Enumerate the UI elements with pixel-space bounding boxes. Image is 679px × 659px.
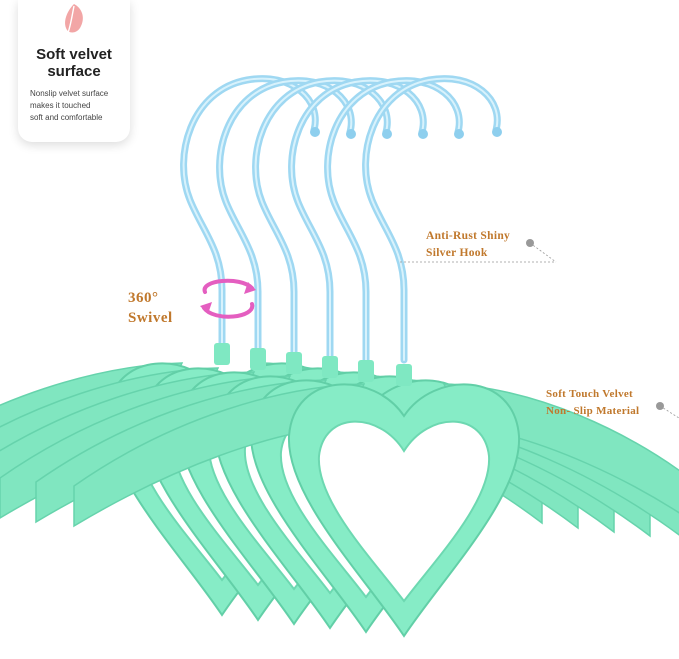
swivel-callout: 360° Swivel (128, 288, 173, 328)
card-desc-line3: soft and comfortable (30, 113, 103, 122)
hook-callout-pointer (400, 239, 557, 263)
card-title-line1: Soft velvet (36, 46, 112, 63)
material-callout-line1: Soft Touch Velvet (546, 388, 634, 400)
swivel-callout-line2: Swivel (128, 310, 173, 326)
material-callout: Soft Touch Velvet Non- Slip Material (546, 386, 639, 420)
feature-card: Soft velvet surface Nonslip velvet surfa… (18, 0, 130, 142)
hook-group (184, 79, 502, 362)
feather-icon (65, 4, 83, 34)
card-desc-line2: makes it touched (30, 101, 91, 110)
hook-callout: Anti-Rust Shiny Silver Hook (426, 228, 510, 262)
material-callout-pointer (656, 402, 679, 419)
card-description: Nonslip velvet surface makes it touched … (30, 88, 126, 124)
card-title-line2: surface (47, 63, 101, 80)
swivel-arrow-icon (200, 278, 256, 319)
card-desc-line1: Nonslip velvet surface (30, 89, 109, 98)
hook-callout-line2: Silver Hook (426, 247, 488, 259)
card-title: Soft velvet surface (18, 46, 130, 80)
hook-callout-line1: Anti-Rust Shiny (426, 230, 511, 242)
swivel-callout-line1: 360° (128, 290, 159, 306)
material-callout-line2: Non- Slip Material (546, 405, 640, 417)
